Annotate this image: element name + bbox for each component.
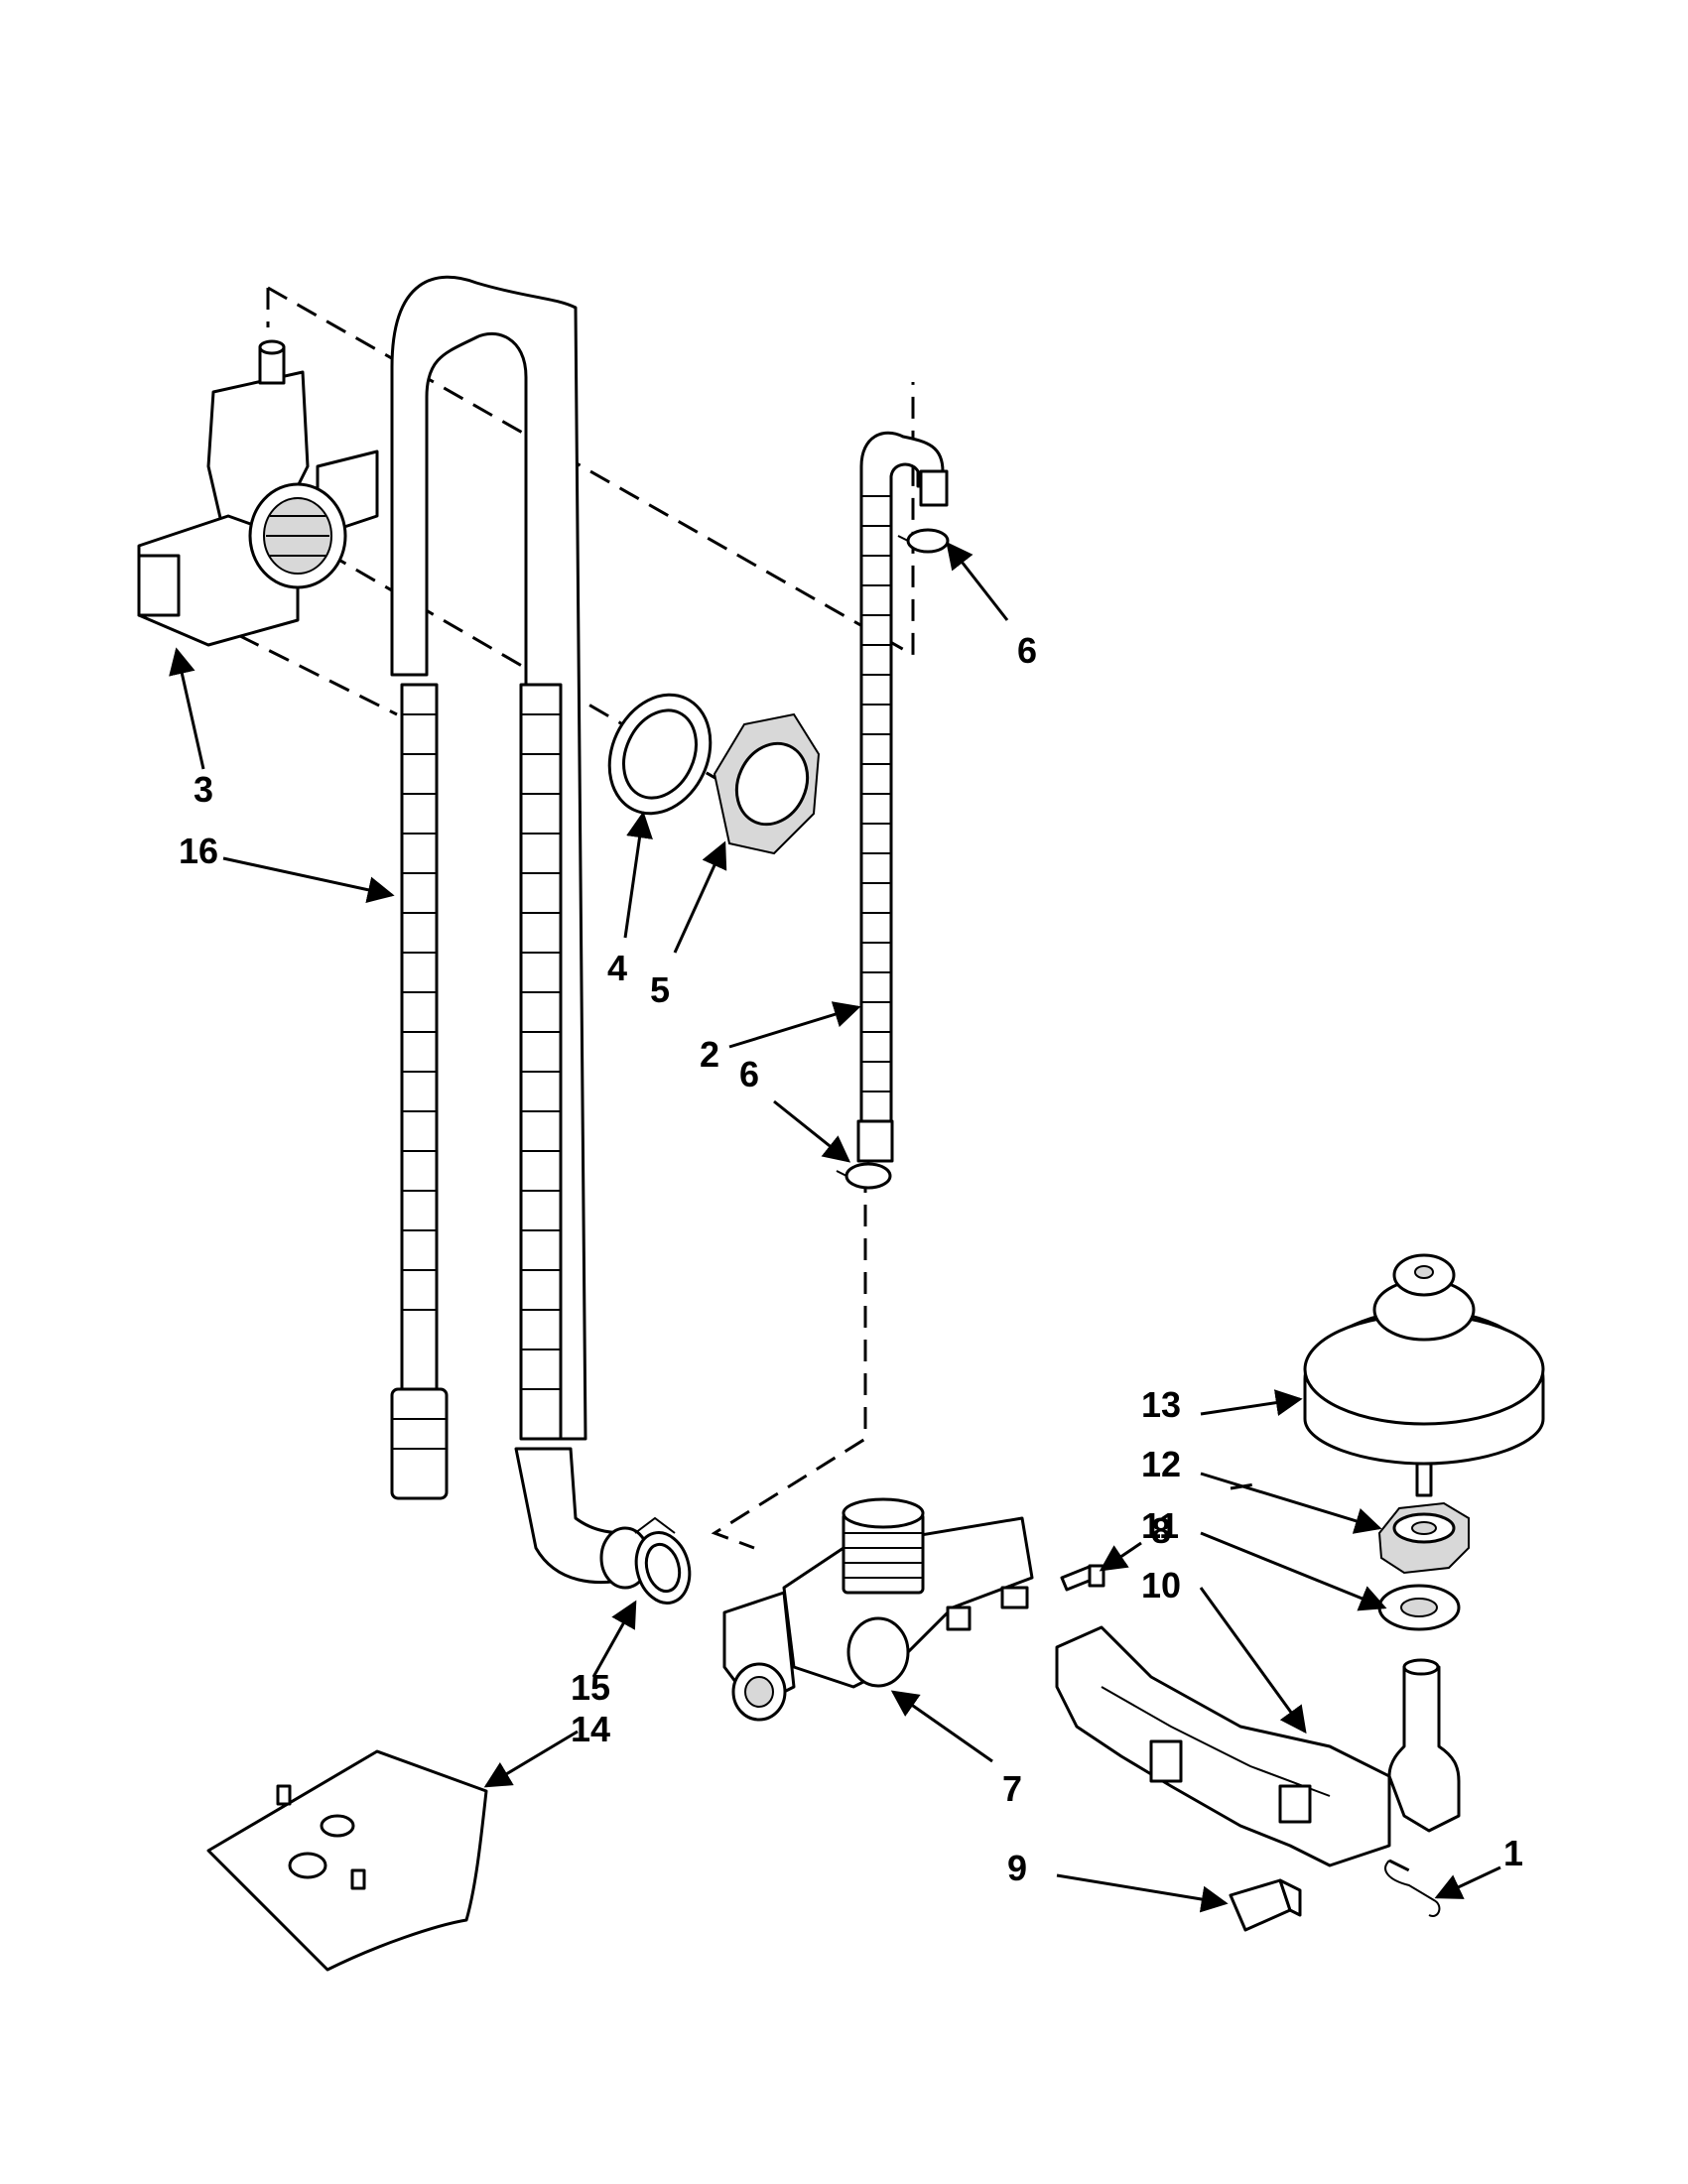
part-6-clamp-bottom (836, 1162, 892, 1190)
callout-14: 14 (571, 1709, 610, 1749)
part-3-vent-bracket (137, 339, 379, 647)
part-9-micro-switch (1229, 1878, 1302, 1932)
part-13-float (1303, 1253, 1545, 1497)
leader-lines (169, 541, 1501, 1913)
callout-15: 15 (571, 1667, 610, 1708)
callout-7: 7 (1002, 1768, 1022, 1809)
part-2-inlet-hose (856, 431, 949, 1163)
callout-4: 4 (607, 948, 627, 988)
callout-5: 5 (650, 969, 670, 1010)
callout-6-top: 6 (1017, 630, 1037, 671)
part-7-water-valve (722, 1497, 1034, 1722)
callout-10: 10 (1141, 1565, 1181, 1606)
part-12-nut (1377, 1501, 1470, 1575)
part-4-gasket (607, 693, 713, 816)
callout-6-bottom: 6 (739, 1054, 759, 1094)
part-15-clamp (634, 1516, 692, 1605)
callout-labels: 3 16 4 5 2 6 6 7 8 9 10 11 12 13 14 15 1 (179, 630, 1523, 1888)
part-8-screw (1060, 1564, 1105, 1592)
callout-2: 2 (700, 1034, 719, 1075)
callout-3: 3 (194, 769, 213, 810)
part-11-washer (1377, 1584, 1461, 1631)
part-10-float-switch-bracket (1055, 1625, 1461, 1867)
part-14-hardware-bag (206, 1749, 488, 1972)
callout-13: 13 (1141, 1384, 1181, 1425)
hose-ribs-right (521, 713, 561, 1390)
hose-ribs-left (402, 713, 437, 1311)
part-1-clip (1384, 1860, 1441, 1917)
callout-16: 16 (179, 831, 218, 871)
part-16-drain-hose (390, 275, 651, 1590)
callout-12: 12 (1141, 1444, 1181, 1484)
callout-1: 1 (1503, 1833, 1523, 1873)
callout-11: 11 (1141, 1505, 1179, 1546)
callout-9: 9 (1007, 1848, 1027, 1888)
callout-8: 8 (1151, 1510, 1171, 1551)
part-5-nut (713, 712, 821, 855)
part-6-clamp-top (897, 528, 950, 554)
